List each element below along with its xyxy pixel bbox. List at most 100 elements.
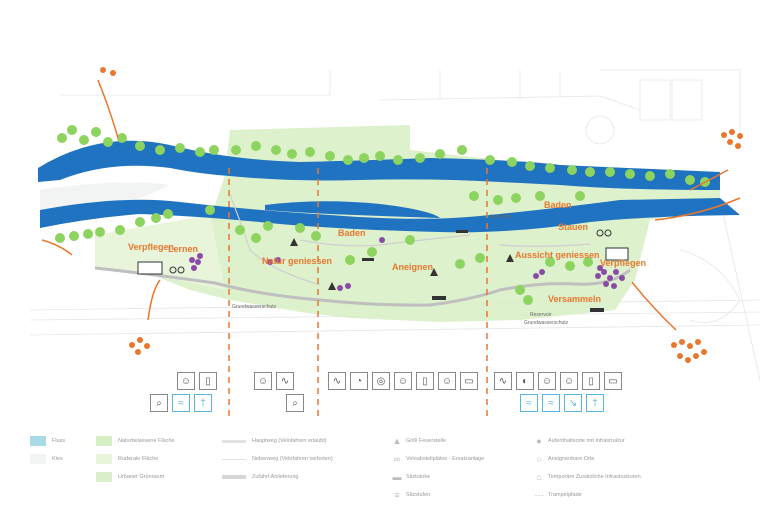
river-channel-lower: [40, 198, 740, 233]
pictograms-zone-4: ∿ ◐ ☺ ☺ ▯ ▭: [494, 372, 622, 390]
tree: [511, 193, 521, 203]
bench-icon: [432, 296, 446, 300]
legend-swatch-fluss: [30, 436, 46, 446]
visitor-group-northwest: [100, 67, 116, 76]
people-clusters: [189, 237, 625, 291]
zone-label-lernen: Lernen: [168, 244, 199, 254]
tent-icon: ⌂: [536, 472, 542, 482]
tree: [485, 155, 495, 165]
figure-pictogram: †: [586, 394, 604, 412]
legend-label: Zufahrt Anlieferung: [252, 474, 299, 480]
access-arrows: [41, 79, 741, 331]
tree: [163, 209, 173, 219]
bench-pictogram: ▭: [460, 372, 478, 390]
label-grundwasserschutz-right: Grundwasserschutz: [524, 320, 569, 326]
swim-pictogram: ≈: [172, 394, 190, 412]
tree: [359, 153, 369, 163]
tree: [79, 135, 89, 145]
legend-label: Nebenweg (Velofahren verboten): [252, 456, 333, 462]
legend-label: Sitzstufen: [406, 492, 431, 498]
label-grundwasserschutz-left: Grundwasserschutz: [232, 304, 277, 310]
people-cluster-aussicht: [533, 269, 545, 279]
tree: [343, 155, 353, 165]
river-side-arm: [265, 201, 440, 218]
legend-line-hauptweg: [222, 439, 246, 443]
tree: [645, 171, 655, 181]
tree: [565, 261, 575, 271]
arrow-northwest: [97, 79, 119, 139]
tree: [665, 169, 675, 179]
tree: [575, 191, 585, 201]
campfire-icon: [290, 238, 298, 246]
tree: [69, 231, 79, 241]
zone-label-versammeln: Versammeln: [548, 294, 602, 304]
legend-label: Grill/ Feuerstelle: [406, 438, 447, 444]
group-pictogram: ☺: [177, 372, 195, 390]
legend-col-1: Fluss Kies: [30, 432, 65, 468]
bicycle-icon: [596, 229, 612, 237]
dance-pictogram: ☺: [538, 372, 556, 390]
tree: [151, 213, 161, 223]
tree: [545, 257, 555, 267]
legend-label: Aufenthaltsorte mit Infrastruktur: [548, 438, 625, 444]
pictograms-zone-4b: ≈ ≈ ↘ †: [520, 394, 604, 412]
tree: [685, 175, 695, 185]
people-icon: ●: [536, 436, 542, 446]
pavilions: [137, 247, 629, 275]
legend-label: Fluss: [52, 438, 66, 444]
tree: [251, 233, 261, 243]
tree: [57, 133, 67, 143]
zone-label-baden-mid: Baden: [338, 228, 366, 238]
tree: [295, 223, 305, 233]
tree: [367, 247, 377, 257]
tree: [231, 145, 241, 155]
pictograms-zone-2: ☺ ∿: [254, 372, 294, 390]
tree: [91, 127, 101, 137]
tree: [83, 229, 93, 239]
bench-icons: [362, 230, 604, 312]
tree: [375, 151, 385, 161]
zone-label-baden-right: Baden: [544, 200, 572, 210]
tree: [585, 167, 595, 177]
pictograms-zone-3: ∿ ◔ ◎ ☺ ▯ ☺ ▭: [328, 372, 478, 390]
tree: [507, 157, 517, 167]
legend-col-5: ●Aufenthaltsorte mit Infrastruktur ○Anei…: [534, 432, 641, 504]
tree: [475, 253, 485, 263]
path-icon: ⋯: [534, 490, 544, 500]
zone-label-aneignen: Aneignen: [392, 262, 434, 272]
tree: [311, 231, 321, 241]
tree: [625, 169, 635, 179]
swim-pictogram: ≈: [542, 394, 560, 412]
legend-col-2: Naturbelassene Fläche Ruderale Fläche Ur…: [96, 432, 175, 486]
legend-label: Temporäre Zusätzliche Infrastrukturen: [548, 474, 641, 480]
legend-swatch-kies: [30, 454, 46, 464]
arrow-southeast: [631, 281, 677, 331]
arrow-east: [654, 197, 741, 221]
tree: [135, 141, 145, 151]
people-cluster-versammeln: [595, 265, 625, 289]
legend-label: Kies: [52, 456, 63, 462]
relax-pictogram: ∿: [276, 372, 294, 390]
bench-icon: [456, 230, 468, 233]
kiosk-left: [137, 261, 163, 275]
tree: [235, 225, 245, 235]
label-reservoir: Reservoir: [530, 312, 552, 318]
steps-icon: ≡: [394, 490, 400, 500]
visitor-group-southeast: [671, 339, 707, 363]
zone-dividers: [228, 168, 488, 420]
zone-label-natur-geniessen: Natur geniessen: [262, 256, 333, 266]
zone-label-verpflegen-left: Verpflegen: [128, 242, 175, 252]
tree: [567, 165, 577, 175]
trees: [55, 125, 710, 305]
tree: [345, 255, 355, 265]
tree: [251, 141, 261, 151]
legend-swatch-ruderal: [96, 454, 112, 464]
tree: [605, 167, 615, 177]
pictograms-zone-2b: ⌕: [286, 394, 304, 412]
bicycle-icon: ∞: [393, 454, 401, 464]
legend-col-3: Hauptweg (Velofahren erlaubt) Nebenweg (…: [222, 432, 333, 486]
tree: [271, 145, 281, 155]
bench-icon: [590, 308, 604, 312]
food-pictogram: ▯: [199, 372, 217, 390]
